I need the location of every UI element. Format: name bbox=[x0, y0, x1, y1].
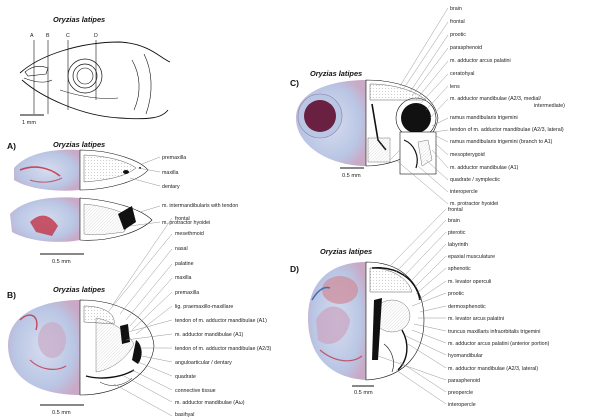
section-label-a: A bbox=[30, 33, 34, 39]
panel-d-label: prootic bbox=[448, 291, 464, 297]
panel-d-label: parasphenoid bbox=[448, 378, 480, 384]
panel-b-label: mesethmoid bbox=[175, 231, 204, 237]
panel-d-label: pterotic bbox=[448, 230, 466, 236]
panel-c: C) Oryzias latipes 0.5 mm brain bbox=[290, 6, 565, 207]
panel-d-label: m. adductor mandibulae (A2/3, lateral) bbox=[448, 366, 538, 372]
panel-b-label: lig. praemaxillo-maxillare bbox=[175, 304, 233, 310]
panel-c-label: frontal bbox=[450, 19, 465, 25]
panel-a-label: dentary bbox=[162, 184, 180, 190]
panel-d-label: epaxial musculature bbox=[448, 254, 495, 260]
panel-b-label: m. adductor mandibulae (A1) bbox=[175, 332, 244, 338]
panel-d-label: preopercle bbox=[448, 390, 473, 396]
lens-drawing bbox=[401, 103, 431, 133]
panel-d-scale-label: 0.5 mm bbox=[354, 390, 373, 396]
panel-c-label: tendon of m. adductor mandibulae (A2/3, … bbox=[450, 127, 564, 133]
panel-c-label: ramus mandibularis trigemini (branch to … bbox=[450, 139, 553, 145]
panel-b-label: anguloarticular / dentary bbox=[175, 360, 232, 366]
overview-head: Oryzias latipes A B C D 1 mm bbox=[19, 15, 171, 126]
panel-d-label: hyomandibular bbox=[448, 353, 483, 359]
panel-d-letter: D) bbox=[290, 264, 299, 274]
section-label-d: D bbox=[94, 33, 98, 39]
panel-c-title: Oryzias latipes bbox=[310, 69, 362, 78]
panel-d-label: m. adductor arcus palatini (anterior por… bbox=[448, 341, 550, 347]
panel-d-title: Oryzias latipes bbox=[320, 247, 372, 256]
panel-c-label: intermediate) bbox=[534, 103, 565, 109]
panel-b-label: basihyal bbox=[175, 412, 194, 418]
panel-c-label: prootic bbox=[450, 32, 466, 38]
panel-b-title: Oryzias latipes bbox=[53, 285, 105, 294]
overview-scale-bar: 1 mm bbox=[20, 114, 44, 126]
panel-a-upper-photo bbox=[14, 149, 80, 191]
panel-a-label: premaxilla bbox=[162, 155, 186, 161]
panel-c-label: parasphenoid bbox=[450, 45, 482, 51]
panel-b-label: tendon of m. adductor mandibulae (A1) bbox=[175, 318, 267, 324]
panel-b-label: tendon of m. adductor mandibulae (A2/3) bbox=[175, 346, 272, 352]
panel-d: D) Oryzias latipes 0.5 mm frontal bbox=[290, 207, 550, 408]
panel-a-label: m. protractor hyoidei bbox=[162, 220, 210, 226]
panel-d-label: frontal bbox=[448, 207, 463, 213]
panel-a-label: maxilla bbox=[162, 170, 179, 176]
panel-d-label: dermosphenotic bbox=[448, 304, 486, 310]
panel-c-label: quadrate / symplectic bbox=[450, 177, 500, 183]
panel-d-label: interopercle bbox=[448, 402, 476, 408]
panel-a-label: m. intermandibularis with tendon bbox=[162, 203, 238, 209]
panel-a-title: Oryzias latipes bbox=[53, 140, 105, 149]
panel-d-label: m. levator operculi bbox=[448, 279, 491, 285]
panel-b-label: frontal bbox=[175, 216, 190, 222]
panel-d-label: sphenotic bbox=[448, 266, 471, 272]
panel-c-label: lens bbox=[450, 84, 460, 90]
panel-d-label: truncus maxillaris infraorbitalis trigem… bbox=[448, 329, 540, 335]
lens-photo bbox=[304, 100, 336, 132]
panel-b-label: maxilla bbox=[175, 275, 192, 281]
overview-title: Oryzias latipes bbox=[53, 15, 105, 24]
panel-b-scale-label: 0.5 mm bbox=[52, 410, 71, 416]
section-label-b: B bbox=[46, 33, 50, 39]
section-markers: A B C D bbox=[30, 33, 98, 114]
panel-c-label: m. adductor arcus palatini bbox=[450, 58, 511, 64]
head-outline bbox=[19, 41, 171, 120]
panel-b: B) Oryzias latipes 0.5 mm frontal meseth… bbox=[7, 216, 272, 418]
panel-b-letter: B) bbox=[7, 290, 16, 300]
section-label-c: C bbox=[66, 33, 70, 39]
panel-c-label: m. adductor mandibulae (A2/3, medial/ bbox=[450, 96, 542, 102]
panel-c-label: mesopterygoid bbox=[450, 152, 485, 158]
panel-c-label: brain bbox=[450, 6, 462, 12]
panel-c-label: interopercle bbox=[450, 189, 478, 195]
panel-b-label: palatine bbox=[175, 261, 194, 267]
panel-c-scale-label: 0.5 mm bbox=[342, 173, 361, 179]
panel-b-label: quadrate bbox=[175, 374, 196, 380]
panel-d-label: brain bbox=[448, 218, 460, 224]
panel-c-label: m. protractor hyoidei bbox=[450, 201, 498, 207]
panel-c-label: ramus mandibularis trigemini bbox=[450, 115, 518, 121]
panel-c-letter: C) bbox=[290, 78, 299, 88]
panel-c-label: m. adductor mandibulae (A1) bbox=[450, 165, 519, 171]
overview-scale-label: 1 mm bbox=[22, 120, 36, 126]
panel-a: A) Oryzias latipes 0.5 mm premaxilla max… bbox=[7, 140, 238, 265]
panel-b-label: connective tissue bbox=[175, 388, 216, 394]
panel-b-label: nasal bbox=[175, 246, 188, 252]
panel-a-scale-label: 0.5 mm bbox=[52, 259, 71, 265]
panel-c-label: ceratohyal bbox=[450, 71, 474, 77]
panel-a-letter: A) bbox=[7, 141, 16, 151]
panel-b-label: m. adductor mandibulae (Aω) bbox=[175, 400, 245, 406]
panel-d-label: labyrinth bbox=[448, 242, 468, 248]
panel-d-label: m. levator arcus palatini bbox=[448, 316, 504, 322]
panel-b-label: premaxilla bbox=[175, 290, 199, 296]
